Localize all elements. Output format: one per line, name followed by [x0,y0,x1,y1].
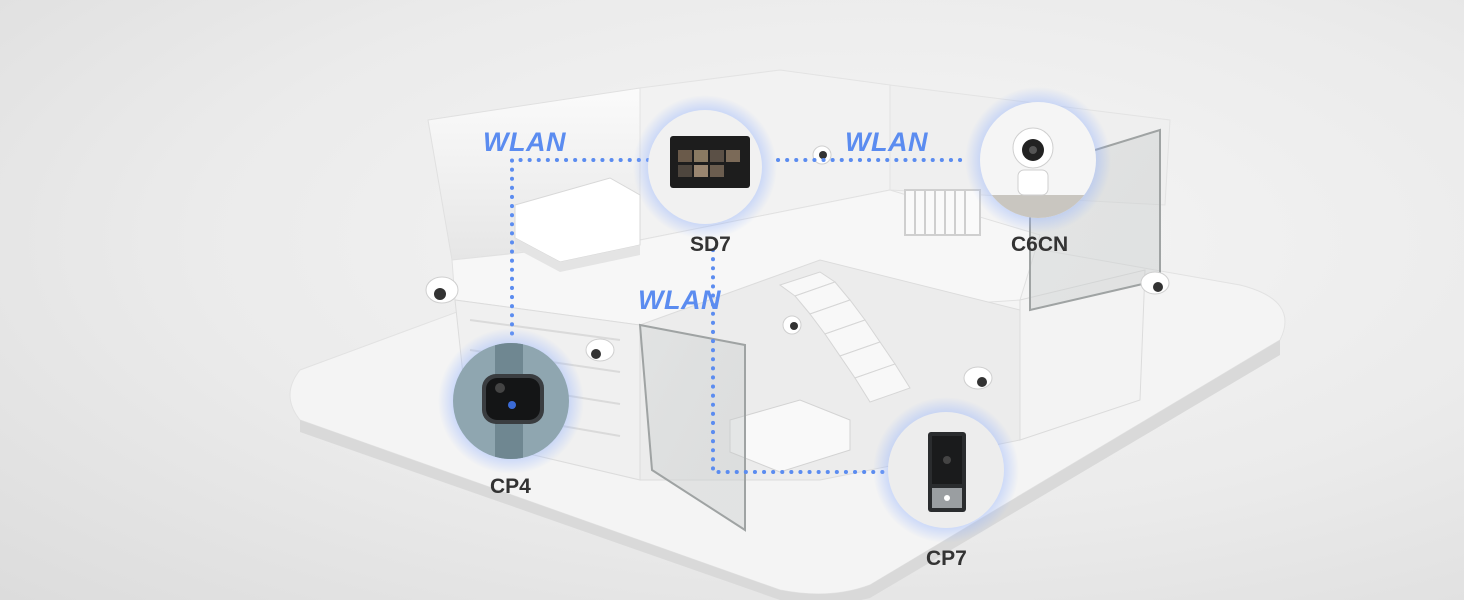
crib [904,189,981,236]
cp7-device-circle [873,397,1019,543]
wlan-label-left: WLAN [483,127,566,157]
sd7-device-circle [633,95,777,239]
outdoor-camera-icon [585,338,615,362]
outdoor-camera-icon [1140,271,1170,295]
wlan-connection-lines [510,158,970,474]
wlan-label-middle: WLAN [638,285,721,315]
c6cn-label: C6CN [1011,233,1069,256]
c6cn-device-circle [965,87,1111,233]
outdoor-camera-icon [425,276,459,304]
outdoor-camera-icon [963,366,993,390]
indoor-camera-icon [812,145,832,165]
indoor-camera-icon [782,315,802,335]
cp7-label: CP7 [926,547,967,570]
cp4-device-circle [438,328,584,474]
wlan-label-right: WLAN [845,127,928,157]
sd7-label: SD7 [690,233,731,256]
cp4-label: CP4 [490,475,531,498]
